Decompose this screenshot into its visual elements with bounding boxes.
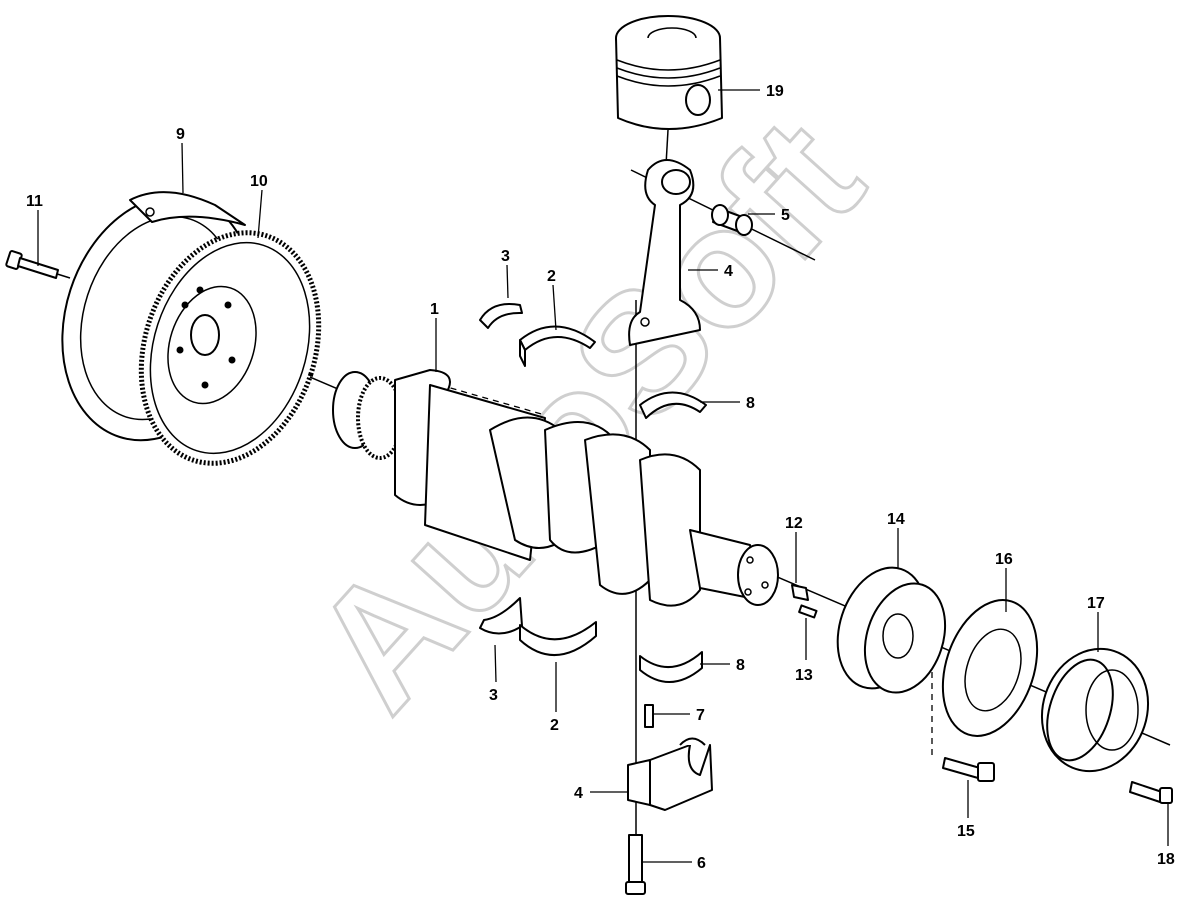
callout-2b: 2 — [550, 717, 559, 734]
dowel-pin-13 — [798, 604, 818, 619]
rod-cap-bolt — [625, 834, 646, 895]
crank-bushing-12 — [791, 584, 809, 601]
callout-1: 1 — [430, 301, 439, 318]
main-bearing-lower — [519, 621, 597, 656]
callout-15: 15 — [957, 823, 975, 840]
crankshaft — [332, 369, 779, 607]
callout-11: 11 — [26, 193, 43, 210]
callout-17: 17 — [1087, 595, 1105, 612]
callout-3a: 3 — [501, 248, 510, 265]
flywheel-ring-gear — [138, 230, 322, 466]
thrust-washer-upper — [479, 303, 523, 329]
rod-bearing-lower — [639, 651, 703, 683]
callout-19: 19 — [766, 83, 784, 100]
callout-12: 12 — [785, 515, 803, 532]
thrust-washer-lower — [479, 597, 523, 635]
callout-7: 7 — [696, 707, 705, 724]
callout-13: 13 — [795, 667, 813, 684]
flywheel-bolt — [5, 250, 59, 279]
callout-4b: 4 — [574, 785, 583, 802]
callout-8a: 8 — [746, 395, 755, 412]
piston — [615, 15, 723, 130]
vibration-damper — [1040, 647, 1150, 773]
callout-8b: 8 — [736, 657, 745, 674]
small-end-bushing — [711, 204, 753, 236]
connecting-rod-cap — [627, 737, 713, 811]
main-bearing-upper — [519, 325, 596, 367]
callout-18: 18 — [1157, 851, 1175, 868]
callout-numbers: 19 5 4 9 10 11 3 2 1 8 12 14 16 17 13 8 … — [26, 83, 1175, 872]
callout-2a: 2 — [547, 268, 556, 285]
leader-lines — [37, 89, 1169, 863]
connecting-rod — [628, 159, 701, 346]
crankshaft-hub — [836, 566, 947, 694]
rod-bearing-upper — [639, 391, 707, 419]
callout-9: 9 — [176, 126, 185, 143]
callout-3b: 3 — [489, 687, 498, 704]
damper-bolt-18 — [1129, 781, 1173, 804]
callout-5: 5 — [781, 207, 790, 224]
callout-4a: 4 — [724, 263, 733, 280]
hub-bolt-15 — [942, 757, 995, 782]
crank-hidden-top — [439, 384, 546, 416]
pulley-plate — [941, 599, 1039, 737]
dowel-pin-7 — [644, 704, 654, 728]
callout-6: 6 — [697, 855, 706, 872]
callout-14: 14 — [887, 511, 905, 528]
callout-10: 10 — [250, 173, 268, 190]
callout-16: 16 — [995, 551, 1013, 568]
